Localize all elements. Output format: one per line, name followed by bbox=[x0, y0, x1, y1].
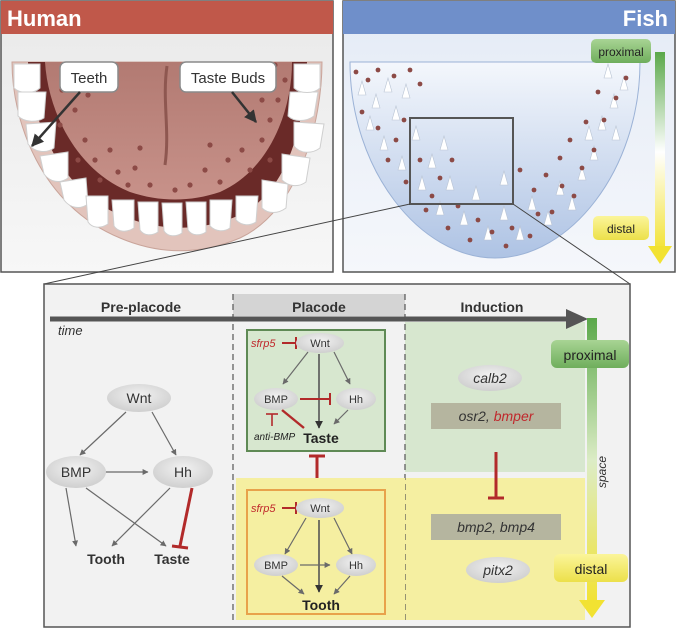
stage-placode: Placode bbox=[292, 299, 346, 315]
tooth-hh-node bbox=[336, 554, 376, 576]
pre-tooth-label: Tooth bbox=[87, 551, 125, 567]
bmp2-bmp4-label: bmp2, bmp4 bbox=[457, 519, 535, 535]
fish-distal-label: distal bbox=[607, 222, 635, 236]
fish-gradient-bar bbox=[655, 52, 665, 252]
pre-hh-node bbox=[153, 456, 213, 488]
fish-zoom-box bbox=[409, 117, 514, 205]
tooth-bmp-node bbox=[254, 554, 298, 576]
tongue-midline bbox=[163, 65, 169, 166]
tooth-bmp-label: BMP bbox=[264, 560, 288, 572]
teeth-label-box bbox=[59, 61, 119, 93]
space-label: space bbox=[595, 456, 609, 488]
taste-bmp-node bbox=[254, 388, 298, 410]
taste-hh-label: Hh bbox=[349, 394, 363, 406]
anti-bmp-label: anti-BMP bbox=[254, 432, 295, 443]
zoom-line-right bbox=[512, 203, 631, 285]
induction-yellow-zone bbox=[405, 478, 585, 620]
pre-wnt-node bbox=[107, 384, 171, 412]
placode-taste-module: sfrp5 Wnt BMP Hh anti-BMP Taste bbox=[246, 329, 386, 452]
space-bar bbox=[587, 318, 597, 604]
fish-distal-box bbox=[593, 216, 649, 240]
human-header bbox=[1, 1, 333, 34]
teeth-label: Teeth bbox=[71, 70, 108, 87]
bmp2-bmp4-box bbox=[431, 514, 561, 540]
preplacode-network: Wnt BMP Hh Tooth Taste bbox=[46, 384, 213, 567]
fish-taste-dots bbox=[353, 67, 629, 249]
placode-header-bg bbox=[233, 294, 405, 316]
osr2-bmper-box bbox=[431, 403, 561, 429]
space-distal-box bbox=[554, 554, 628, 582]
space-proximal-label: proximal bbox=[564, 347, 617, 363]
pitx2-node bbox=[466, 557, 530, 583]
stage-induction: Induction bbox=[461, 299, 524, 315]
fish-proximal-box bbox=[591, 39, 651, 63]
tooth-wnt-node bbox=[296, 498, 344, 518]
space-distal-label: distal bbox=[575, 561, 608, 577]
calb2-node bbox=[458, 365, 522, 391]
taste-wnt-label: Wnt bbox=[310, 338, 330, 350]
pre-bmp-label: BMP bbox=[61, 464, 91, 480]
space-gradient: proximal distal space bbox=[551, 318, 629, 618]
pre-hh-label: Hh bbox=[174, 464, 192, 480]
human-title: Human bbox=[7, 6, 82, 31]
pre-wnt-label: Wnt bbox=[127, 390, 152, 406]
taste-buds-label: Taste Buds bbox=[191, 70, 265, 87]
taste-buds-arrow bbox=[231, 91, 257, 123]
tooth-sfrp5-label: sfrp5 bbox=[251, 503, 276, 515]
osr2-bmper-text: osr2,bmper bbox=[459, 408, 535, 424]
space-proximal-box bbox=[551, 340, 629, 368]
fish-panel: Fish bbox=[342, 0, 676, 273]
tooth-output-label: Tooth bbox=[302, 597, 340, 613]
time-arrowhead bbox=[566, 309, 588, 329]
placode-tooth-module: sfrp5 Wnt BMP Hh Tooth bbox=[236, 478, 405, 620]
space-arrowhead bbox=[579, 600, 605, 618]
tongue bbox=[45, 62, 292, 200]
model-panel: Pre-placode Placode Induction time Wnt B… bbox=[43, 283, 631, 628]
calb2-label: calb2 bbox=[473, 370, 507, 386]
fish-jaw bbox=[349, 61, 641, 259]
tooth-wnt-label: Wnt bbox=[310, 503, 330, 515]
taste-hh-node bbox=[336, 388, 376, 410]
pitx2-label: pitx2 bbox=[482, 562, 513, 578]
teeth-arrow bbox=[31, 91, 81, 147]
taste-sfrp5-label: sfrp5 bbox=[251, 338, 276, 350]
human-panel: Human bbox=[0, 0, 334, 273]
taste-output-label: Taste bbox=[303, 430, 339, 446]
fish-header bbox=[343, 1, 675, 34]
taste-bmp-label: BMP bbox=[264, 394, 288, 406]
fish-title: Fish bbox=[623, 6, 668, 31]
fish-gradient-arrowhead bbox=[648, 246, 672, 264]
taste-wnt-node bbox=[296, 333, 344, 353]
pre-taste-label: Taste bbox=[154, 551, 190, 567]
pre-bmp-node bbox=[46, 456, 106, 488]
stage-preplacode: Pre-placode bbox=[101, 299, 181, 315]
time-label: time bbox=[58, 323, 83, 338]
induction-genes: calb2 osr2,bmper bmp2, bmp4 pitx2 bbox=[431, 365, 561, 583]
taste-buds-label-box bbox=[179, 61, 277, 93]
fish-teeth bbox=[357, 62, 629, 241]
tooth-hh-label: Hh bbox=[349, 560, 363, 572]
zoom-line-left bbox=[43, 203, 411, 285]
fish-proximal-label: proximal bbox=[598, 45, 643, 59]
